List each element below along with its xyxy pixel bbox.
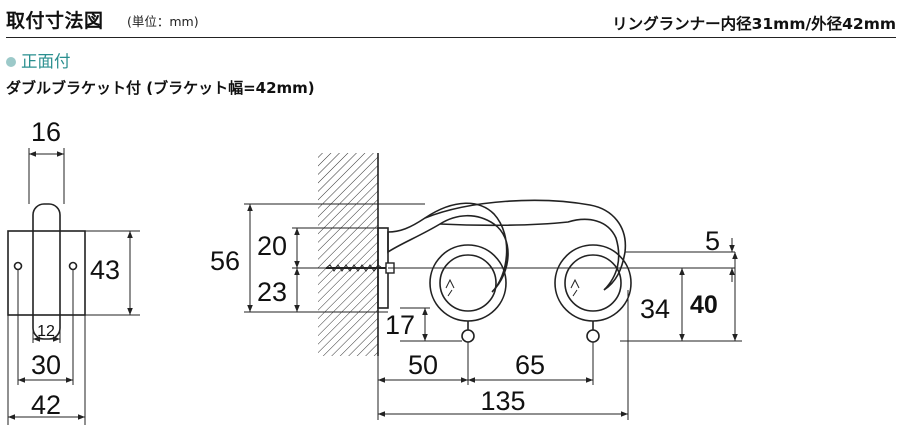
front-view: 56 20 23 5 34 40 17 50 65 135 xyxy=(210,153,742,420)
clip-icon xyxy=(570,278,580,297)
dim-front-offset: 5 xyxy=(705,226,720,256)
side-base-plate xyxy=(7,230,86,316)
dim-front-upper: 20 xyxy=(257,231,287,261)
section-label: 正面付 xyxy=(21,52,71,71)
screw-hole-icon xyxy=(68,261,78,271)
section-heading: 正面付 xyxy=(6,48,71,72)
clip-icon xyxy=(445,278,455,297)
page-title: 取付寸法図 xyxy=(6,10,104,32)
dim-front-total-width: 135 xyxy=(480,386,525,416)
header-rule xyxy=(6,37,896,38)
ring-runner-outer xyxy=(429,244,507,322)
dim-front-total-drop: 40 xyxy=(690,291,718,319)
subtitle: ダブルブラケット付 (ブラケット幅=42mm) xyxy=(6,79,315,97)
dim-side-base: 42 xyxy=(31,390,61,420)
dim-side-inner: 12 xyxy=(37,323,55,340)
header: 取付寸法図 (単位：mm) リングランナー内径31mm/外径42mm xyxy=(0,0,900,40)
side-view: 16 43 12 30 42 xyxy=(7,117,140,425)
dim-front-first-gap: 50 xyxy=(408,350,438,380)
wall xyxy=(318,153,378,356)
screw-hole-icon xyxy=(13,261,23,271)
dim-front-ring-spacing: 65 xyxy=(515,350,545,380)
dim-front-ring-height: 34 xyxy=(640,294,670,324)
hook-eye-icon xyxy=(586,329,600,343)
dim-side-mid: 30 xyxy=(31,350,61,380)
ring-runner-outer xyxy=(554,244,632,322)
unit-label: (単位：mm) xyxy=(127,14,199,29)
bracket-arm-left xyxy=(387,202,509,293)
side-bracket xyxy=(32,203,61,340)
dim-side-top: 16 xyxy=(31,117,61,147)
bullet-icon xyxy=(6,56,16,67)
ring-runner-inner xyxy=(564,254,622,312)
bracket-arm-right xyxy=(424,199,627,291)
dim-front-total-height: 56 xyxy=(210,246,240,276)
dim-front-lower: 23 xyxy=(257,277,287,307)
dim-side-height: 43 xyxy=(90,255,120,285)
ring-spec: リングランナー内径31mm/外径42mm xyxy=(612,15,896,33)
hook-eye-icon xyxy=(461,329,475,343)
dim-front-hook-height: 17 xyxy=(385,310,415,340)
ring-runner-inner xyxy=(439,254,497,312)
